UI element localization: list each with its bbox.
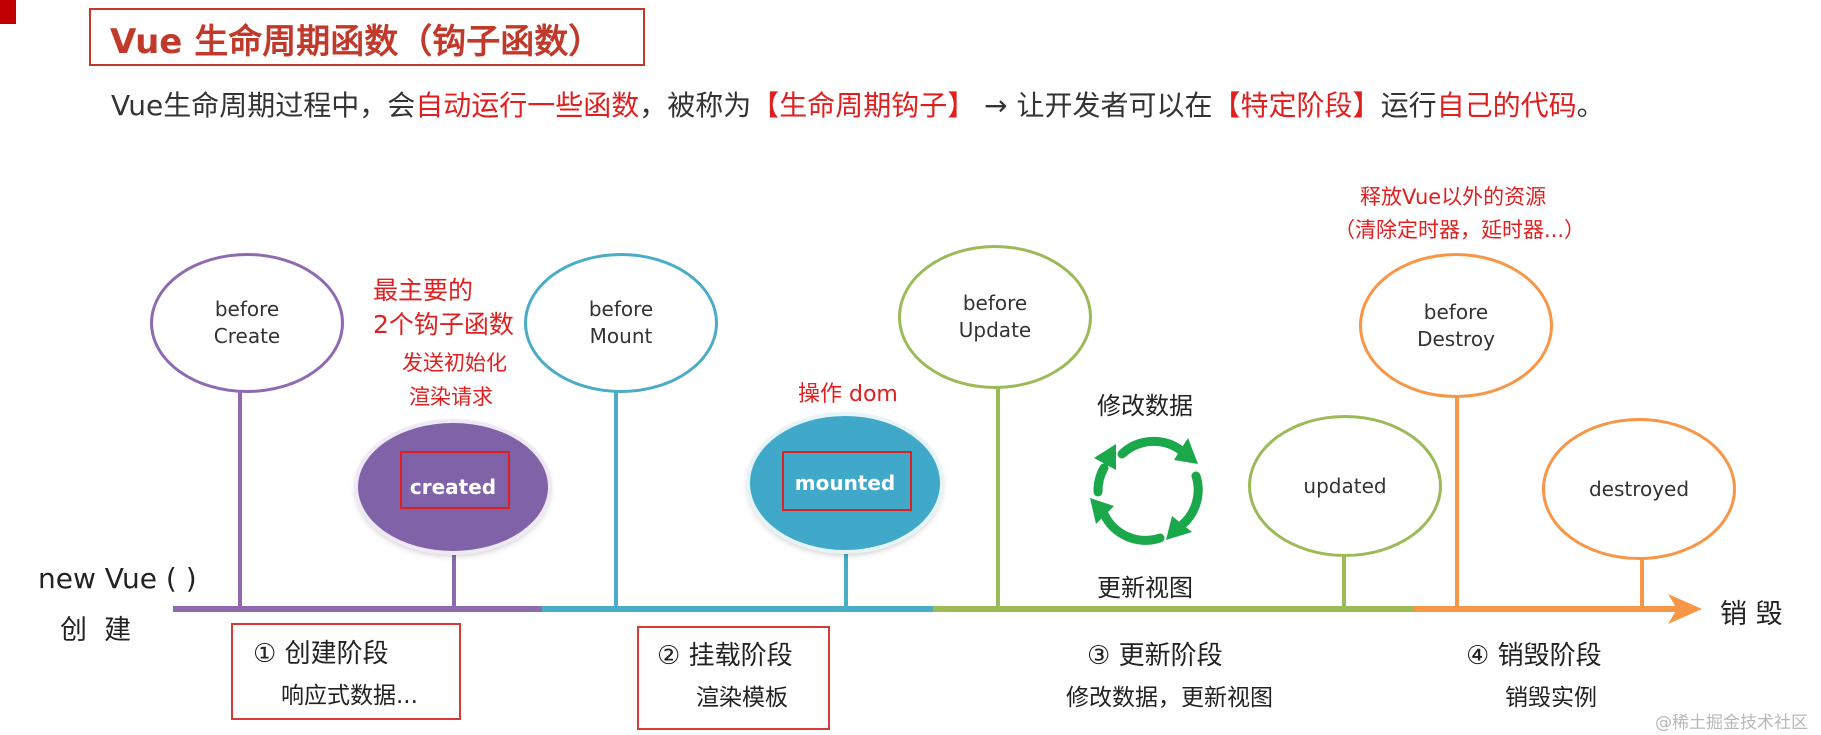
watermark: @稀土掘金技术社区 (1655, 713, 1808, 733)
connector-destroyed (1640, 557, 1644, 608)
phase-update-desc: 修改数据，更新视图 (1066, 685, 1273, 711)
subtitle-part-4: 【生命周期钩子】 (751, 89, 976, 122)
refresh-cycle-icon (1090, 436, 1203, 545)
annotation-main-hooks-1: 最主要的 (373, 276, 474, 305)
hook-created: created (358, 423, 548, 551)
subtitle-part-7: 运行 (1380, 89, 1437, 122)
subtitle-part-5: → 让开发者可以在 (975, 89, 1213, 122)
annotation-send-request-2: 渲染请求 (409, 385, 493, 409)
connector-mounted (844, 548, 848, 608)
phase-update-title: ③ 更新阶段 (1087, 641, 1223, 671)
timeline-end-label: 销 毁 (1720, 599, 1783, 630)
hook-before-update-line1: before (962, 291, 1028, 315)
phase-mount-title: ② 挂载阶段 (657, 641, 793, 671)
hook-mounted-label: mounted (794, 470, 896, 495)
annotation-send-request-1: 发送初始化 (402, 351, 507, 375)
hook-before-update-line2: Update (958, 318, 1032, 342)
timeline-segment-destroy (1413, 606, 1678, 612)
annotation-operate-dom: 操作 dom (798, 382, 898, 407)
title-box (89, 8, 645, 66)
hook-updated: updated (1248, 415, 1442, 557)
phase-destroy-title: ④ 销毁阶段 (1466, 641, 1602, 671)
annotation-main-hooks-2: 2个钩子函数 (373, 310, 514, 339)
subtitle-part-2: 自动运行一些函数 (415, 89, 640, 122)
phase-create-desc: 响应式数据... (281, 683, 418, 709)
timeline-create-label: 创 建 (60, 615, 132, 646)
subtitle-part-8: 自己的代码 (1436, 89, 1577, 122)
phase-create-title: ① 创建阶段 (253, 639, 389, 669)
hook-before-mount-line2: Mount (589, 324, 653, 348)
connector-before-create (238, 390, 242, 608)
connector-updated (1342, 555, 1346, 608)
hook-before-destroy-line2: Destroy (1417, 326, 1495, 351)
hook-before-mount-line1: before (588, 297, 654, 321)
phase-mount-desc: 渲染模板 (696, 685, 788, 711)
subtitle-part-1: Vue生命周期过程中，会 (111, 89, 416, 122)
hook-before-create-line1: before (214, 297, 280, 321)
subtitle-part-6: 【特定阶段】 (1212, 89, 1381, 122)
corner-mark (0, 0, 16, 24)
connector-before-mount (614, 390, 618, 608)
hook-updated-label: updated (1303, 473, 1387, 498)
phase-mount-box (637, 626, 830, 730)
phase-create-box (231, 623, 461, 720)
hook-destroyed-label: destroyed (1588, 476, 1690, 501)
subtitle-part-9: 。 (1576, 89, 1605, 122)
created-highlight-box (400, 451, 510, 509)
connector-before-update (996, 386, 1000, 608)
annotation-release-2: （清除定时器，延时器...） (1334, 218, 1586, 242)
timeline-arrow-icon (1668, 594, 1702, 624)
hook-before-create-line2: Create (213, 324, 281, 348)
timeline-segment-update (933, 606, 1413, 612)
hook-mounted: mounted (750, 416, 940, 550)
hook-created-label: created (409, 474, 497, 499)
annotation-release-1: 释放Vue以外的资源 (1360, 185, 1547, 209)
timeline-segment-mount (542, 606, 933, 612)
subtitle: Vue生命周期过程中，会自动运行一些函数，被称为【生命周期钩子】 → 让开发者可… (111, 84, 1605, 124)
hook-destroyed: destroyed (1542, 418, 1736, 560)
annotation-update-view: 更新视图 (1097, 574, 1193, 602)
phase-destroy-desc: 销毁实例 (1505, 685, 1597, 711)
page-title: Vue 生命周期函数（钩子函数） (110, 22, 603, 62)
timeline-start-label: new Vue ( ) (38, 562, 197, 595)
hook-before-destroy-line1: before (1423, 299, 1489, 324)
connector-created (452, 548, 456, 608)
connector-before-destroy (1455, 395, 1459, 608)
subtitle-part-3: ，被称为 (639, 89, 752, 122)
timeline-segment-create (173, 606, 542, 612)
annotation-modify-data: 修改数据 (1097, 392, 1193, 420)
mounted-highlight-box (782, 451, 912, 511)
